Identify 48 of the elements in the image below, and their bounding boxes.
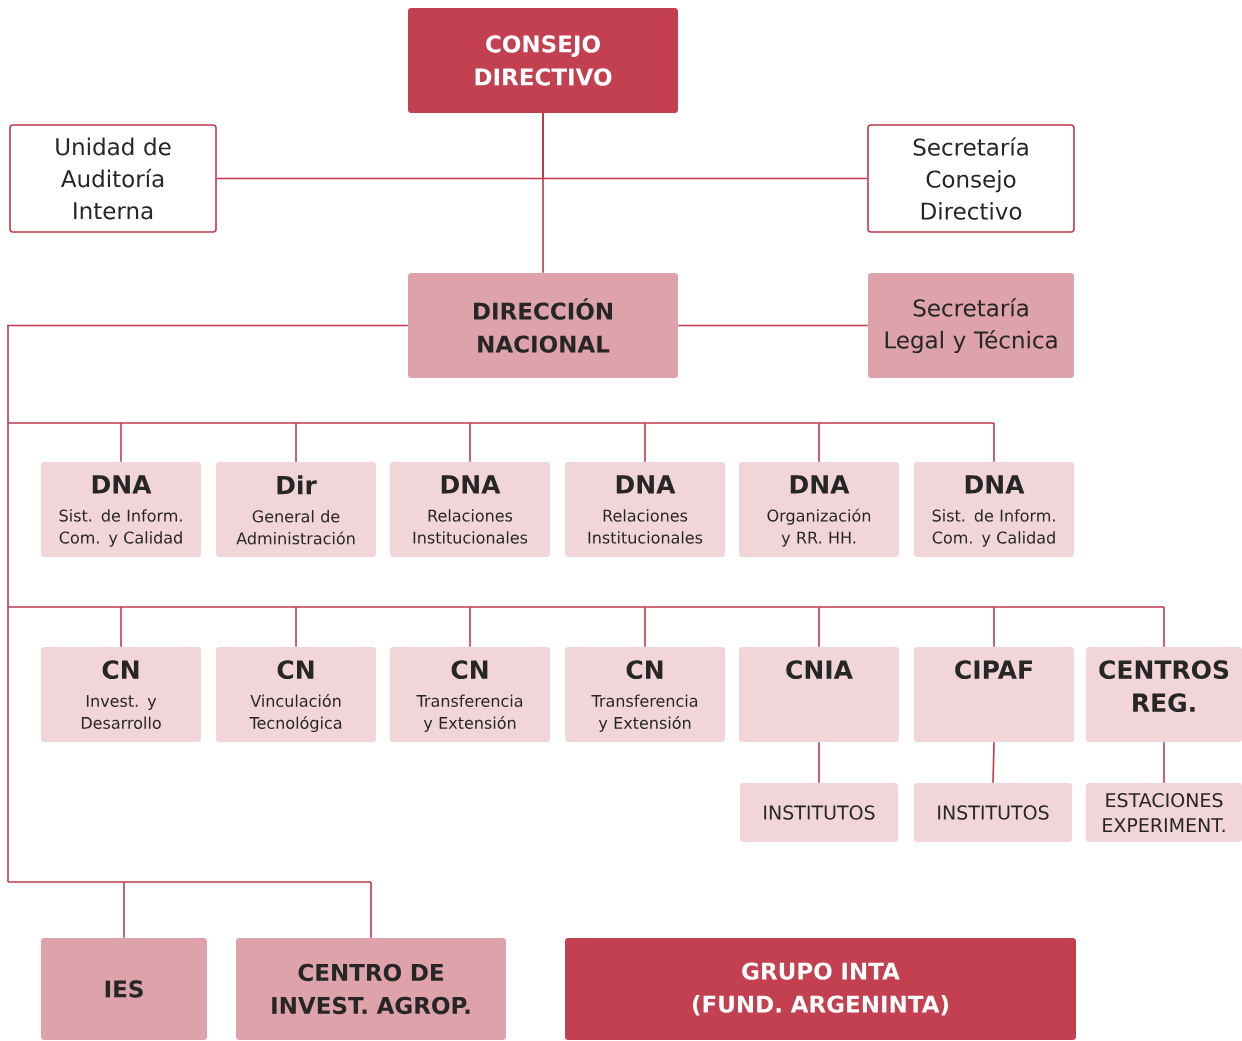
connector-line — [295, 606, 297, 648]
connector-line — [7, 606, 1165, 608]
org-box: DNA Relaciones Institucionales — [390, 462, 550, 557]
connector-line — [1163, 606, 1165, 648]
connector-line — [370, 881, 372, 939]
org-box: CN Invest. y Desarrollo — [41, 647, 201, 742]
org-box: Secretaría Legal y Técnica — [868, 273, 1074, 378]
org-box: DNA Organización y RR. HH. — [739, 462, 899, 557]
org-box: IES — [41, 938, 207, 1040]
org-box: INSTITUTOS — [740, 783, 898, 842]
connector-line — [644, 606, 646, 648]
connector-line — [644, 422, 646, 463]
connector-line — [818, 741, 820, 784]
org-box: Secretaría Consejo Directivo — [867, 124, 1075, 233]
org-box: DNA Sist. de Inform. Com. y Calidad — [41, 462, 201, 557]
connector-line — [7, 324, 409, 883]
connector-line — [120, 606, 122, 648]
connector-line — [542, 112, 544, 274]
connector-line — [992, 741, 995, 784]
connector-line — [993, 422, 995, 463]
connector-line — [1163, 741, 1165, 784]
org-box: Dir General de Administración — [216, 462, 376, 557]
connector-line — [7, 881, 372, 883]
org-box: CENTROS REG. — [1086, 647, 1242, 742]
connector-line — [7, 422, 995, 424]
connector-line — [123, 881, 125, 939]
connector-line — [993, 606, 995, 648]
org-box: CONSEJO DIRECTIVO — [408, 8, 678, 113]
connector-line — [295, 422, 297, 463]
org-box: Unidad de Auditoría Interna — [9, 124, 217, 233]
org-box: CN Transferencia y Extensión — [390, 647, 550, 742]
org-box: GRUPO INTA (FUND. ARGENINTA) — [565, 938, 1076, 1040]
org-box: CENTRO DE INVEST. AGROP. — [236, 938, 506, 1040]
connector-line — [818, 606, 820, 648]
org-box: INSTITUTOS — [914, 783, 1072, 842]
org-box: DNA Sist. de Inform. Com. y Calidad — [914, 462, 1074, 557]
connector-line — [120, 422, 122, 463]
org-box: CN Transferencia y Extensión — [565, 647, 725, 742]
connector-line — [818, 422, 820, 463]
org-box: DNA Relaciones Institucionales — [565, 462, 725, 557]
org-box: CIPAF — [914, 647, 1074, 742]
org-box: CNIA — [739, 647, 899, 742]
connector-line — [677, 324, 869, 327]
connector-line — [469, 422, 471, 463]
org-box: DIRECCIÓN NACIONAL — [408, 273, 678, 378]
connector-line — [469, 606, 471, 648]
org-box: ESTACIONES EXPERIMENT. — [1086, 783, 1242, 842]
org-box: CN Vinculación Tecnológica — [216, 647, 376, 742]
